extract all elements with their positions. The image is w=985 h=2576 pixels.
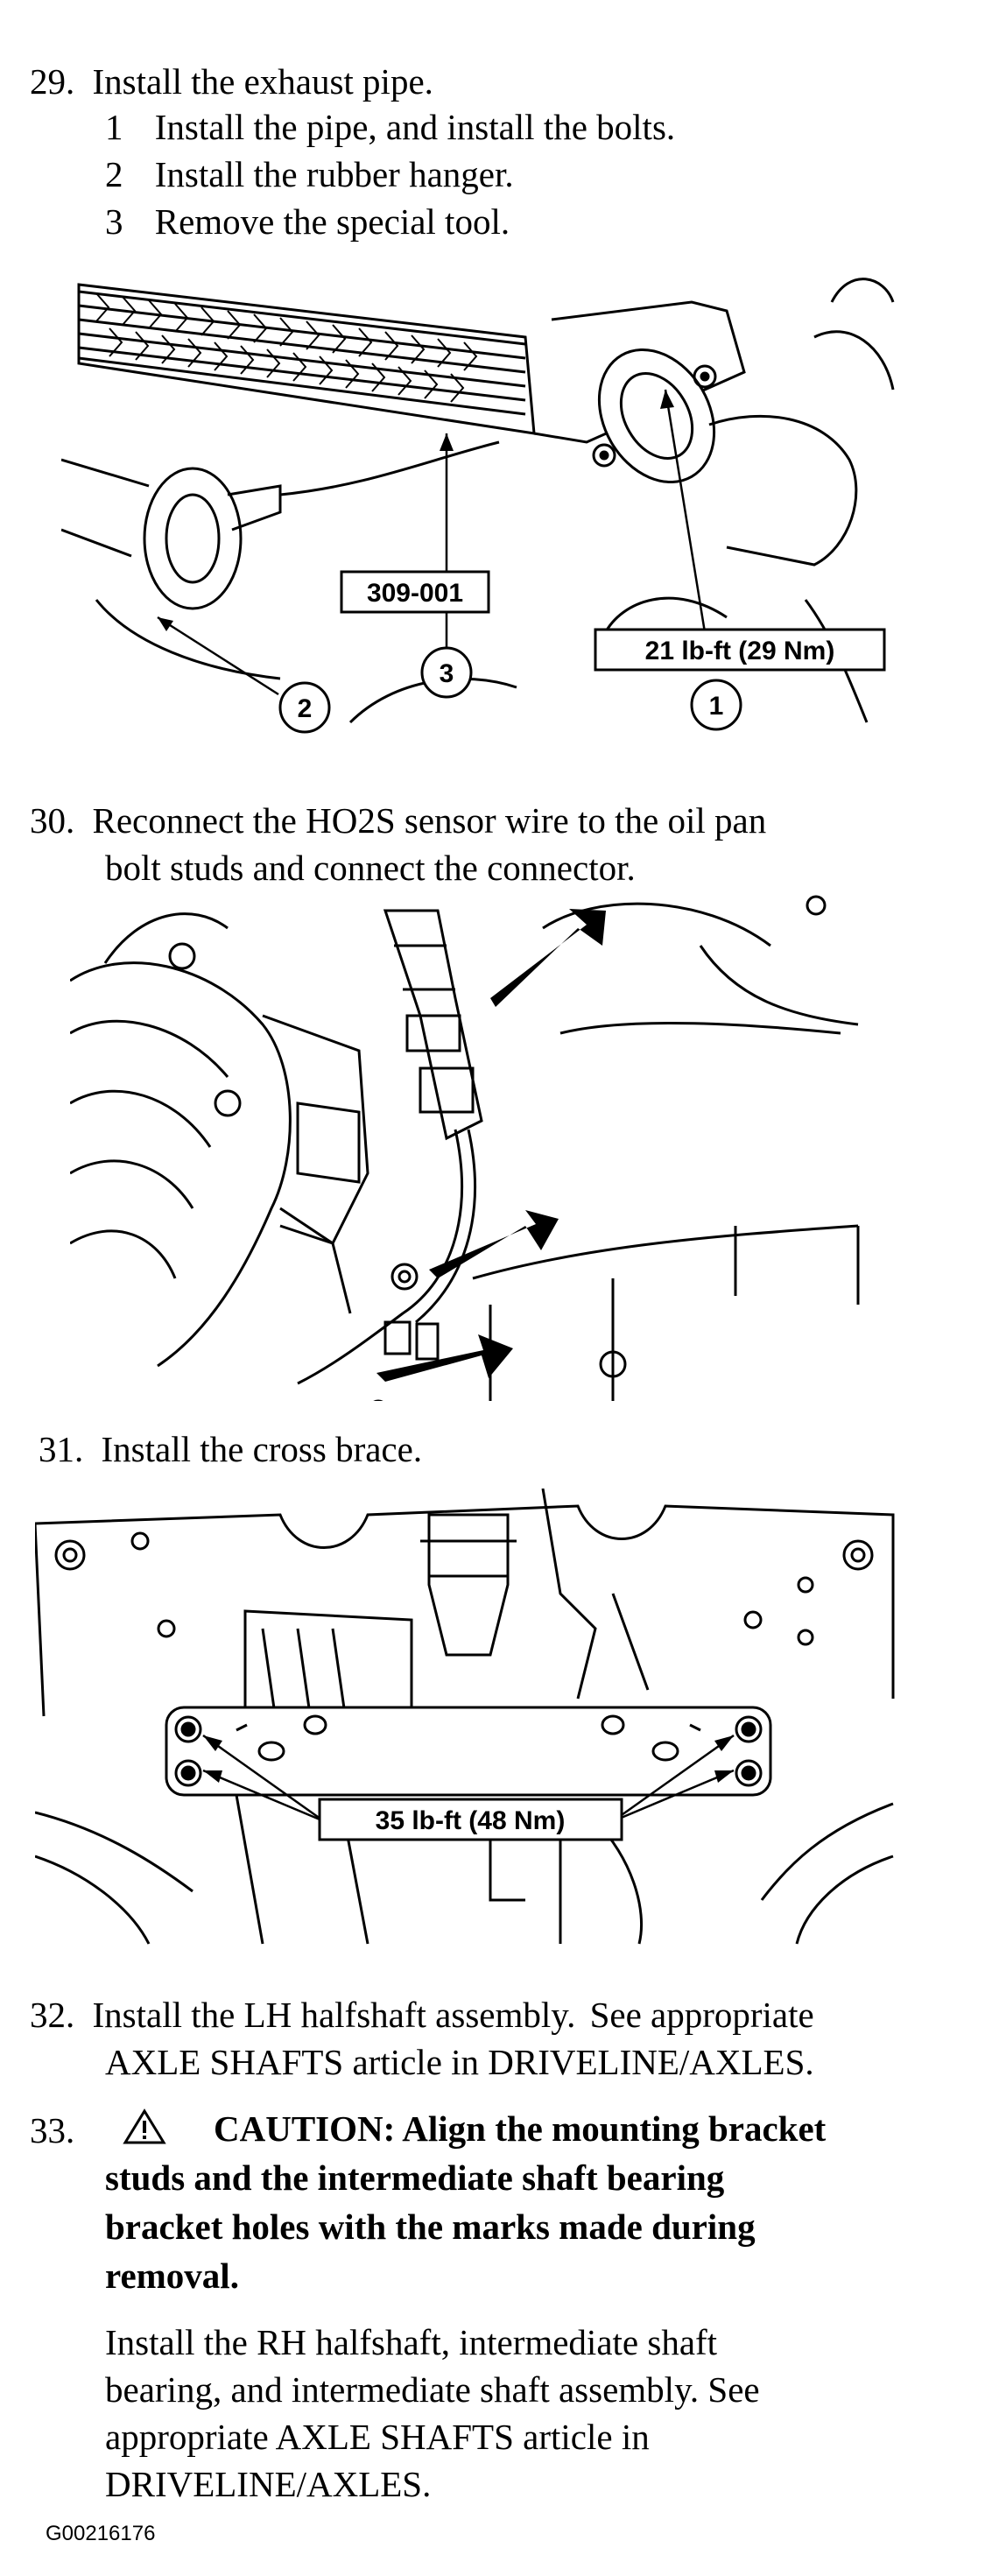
- tool-label: 309-001: [367, 579, 463, 608]
- substep-text: Install the rubber hanger.: [154, 154, 514, 194]
- callout-3: 3: [420, 646, 473, 699]
- step-33-body-line2: bearing, and intermediate shaft assembly…: [105, 2369, 760, 2410]
- svg-text:3: 3: [440, 659, 454, 688]
- svg-text:1: 1: [709, 692, 724, 721]
- torque-label: 21 lb-ft (29 Nm): [645, 637, 835, 665]
- substep-1: 1 Install the pipe, and install the bolt…: [105, 105, 675, 149]
- step-32-line2: AXLE SHAFTS article in DRIVELINE/AXLES.: [105, 2042, 814, 2082]
- substep-number: 1: [105, 107, 123, 147]
- cross-brace-figure: 35 lb-ft (48 Nm): [35, 1489, 895, 1945]
- step-33-body-line4: DRIVELINE/AXLES.: [105, 2464, 432, 2504]
- step-33-body-line1: Install the RH halfshaft, intermediate s…: [105, 2322, 718, 2362]
- exhaust-pipe-figure: 309-001 21 lb-ft (29 Nm) 3 2 1: [61, 278, 895, 734]
- step-number: 31.: [39, 1429, 84, 1469]
- step-reference: See appropriate: [589, 1995, 814, 2035]
- callout-1: 1: [690, 679, 742, 731]
- caution-line-4: removal.: [105, 2256, 239, 2296]
- step-text: Install the LH halfshaft assembly.: [92, 1995, 576, 2035]
- torque-label: 35 lb-ft (48 Nm): [376, 1806, 566, 1835]
- callout-2: 2: [278, 681, 331, 734]
- figure-id: G00216176: [46, 2522, 156, 2545]
- substep-number: 3: [105, 201, 123, 242]
- step-number: 33.: [30, 2110, 75, 2150]
- caution-triangle-icon: [123, 2108, 166, 2144]
- step-30: 30. Reconnect the HO2S sensor wire to th…: [30, 799, 766, 842]
- substep-2: 2 Install the rubber hanger.: [105, 152, 514, 196]
- ho2s-sensor-figure: [70, 895, 860, 1401]
- step-33: 33.: [30, 2108, 74, 2152]
- step-31: 31. Install the cross brace.: [39, 1427, 422, 1471]
- caution-line-2: studs and the intermediate shaft bearing: [105, 2157, 725, 2198]
- step-30-line2: bolt studs and connect the connector.: [105, 848, 636, 888]
- substep-number: 2: [105, 154, 123, 194]
- step-32: 32. Install the LH halfshaft assembly. S…: [30, 1993, 814, 2037]
- step-number: 29.: [30, 61, 75, 102]
- svg-text:2: 2: [298, 694, 313, 723]
- substep-3: 3 Remove the special tool.: [105, 200, 510, 243]
- caution-line-3: bracket holes with the marks made during: [105, 2206, 756, 2247]
- step-29: 29. Install the exhaust pipe.: [30, 60, 433, 103]
- step-text: Reconnect the HO2S sensor wire to the oi…: [92, 800, 767, 841]
- step-number: 30.: [30, 800, 75, 841]
- substep-text: Install the pipe, and install the bolts.: [154, 107, 676, 147]
- step-number: 32.: [30, 1995, 75, 2035]
- step-text: Install the exhaust pipe.: [92, 61, 433, 102]
- caution-line-1: CAUTION: Align the mounting bracket: [214, 2108, 827, 2149]
- step-text: Install the cross brace.: [101, 1429, 423, 1469]
- substep-text: Remove the special tool.: [154, 201, 510, 242]
- step-33-body-line3: appropriate AXLE SHAFTS article in: [105, 2417, 650, 2457]
